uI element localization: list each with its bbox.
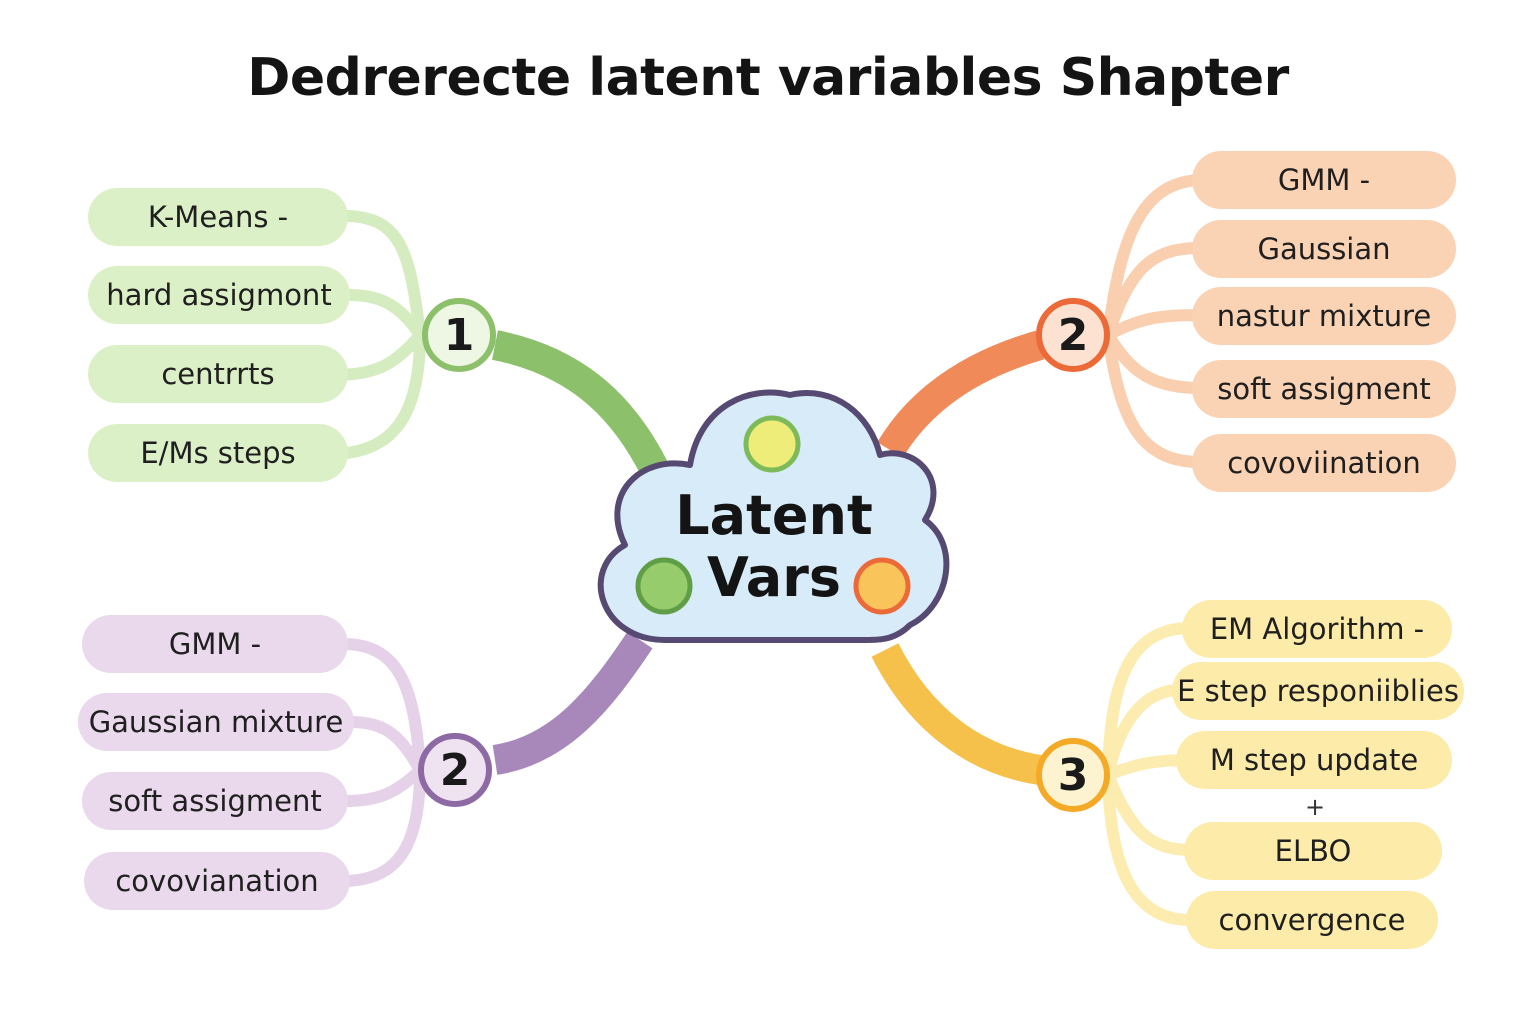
list-item: E/Ms steps — [88, 424, 348, 482]
list-item: covoviination — [1192, 434, 1456, 492]
branch-node-top-right: 2 — [1036, 298, 1110, 372]
connectors-top-right — [1102, 174, 1206, 468]
list-item: GMM - — [1192, 151, 1456, 209]
list-item: ELBO — [1184, 822, 1442, 880]
connectors-bottom-left — [339, 638, 426, 887]
list-item: hard assigmont — [88, 266, 350, 324]
cloud-dot-orange — [853, 557, 911, 615]
connectors-top-left — [329, 210, 426, 460]
branch-node-bottom-right: 3 — [1036, 738, 1110, 812]
connectors-bottom-right — [1102, 622, 1201, 926]
list-item: K-Means - — [88, 188, 348, 246]
arm-top-left — [491, 330, 669, 477]
list-item: GMM - — [82, 615, 348, 673]
separator-plus: + — [1304, 793, 1326, 821]
list-item: Gaussian mixture — [78, 693, 354, 751]
center-label-line1: Latent — [675, 484, 873, 547]
list-item: covovianation — [84, 852, 350, 910]
page-title: Dedrerecte latent variables Shapter — [247, 48, 1289, 108]
list-item: EM Algorithm - — [1182, 600, 1452, 658]
list-item: E step responiiblies — [1172, 662, 1464, 720]
list-item: centrrts — [88, 345, 348, 403]
arm-top-right — [877, 330, 1045, 458]
cloud-dot-yellow — [743, 415, 801, 473]
center-label-line2: Vars — [706, 546, 842, 609]
branch-node-top-left: 1 — [422, 298, 496, 372]
list-item: convergence — [1186, 891, 1438, 949]
list-item: M step update — [1176, 731, 1452, 789]
center-label: Latent Vars — [672, 485, 876, 609]
branch-node-bottom-left: 2 — [418, 733, 492, 807]
list-item: soft assigment — [82, 772, 348, 830]
list-item: Gaussian — [1192, 220, 1456, 278]
arm-bottom-right — [871, 643, 1043, 785]
cloud-dot-green — [635, 557, 693, 615]
arm-bottom-left — [492, 631, 653, 775]
list-item: soft assigment — [1192, 360, 1456, 418]
list-item: nastur mixture — [1192, 287, 1456, 345]
